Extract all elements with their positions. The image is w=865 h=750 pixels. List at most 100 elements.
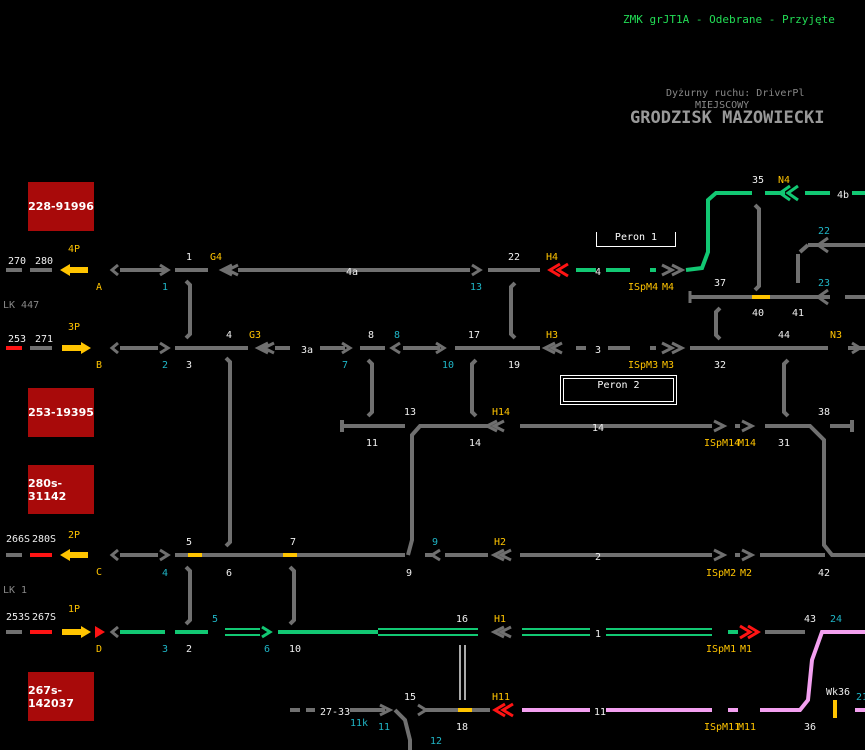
label: H4 <box>546 252 558 263</box>
label: N4 <box>778 175 790 186</box>
station-name: GRODZISK MAZOWIECKI <box>630 108 825 128</box>
label: 5 <box>212 614 218 625</box>
label: 18 <box>456 722 468 733</box>
direction-arrows <box>109 236 863 717</box>
label: 1 <box>595 629 601 640</box>
signal-2p-icon[interactable] <box>60 549 88 561</box>
label: 2P <box>68 530 80 541</box>
label: 35 <box>752 175 764 186</box>
platform-2: Peron 2 <box>560 375 677 405</box>
route-row-a-set <box>576 191 865 272</box>
direction-arrows-m <box>661 263 686 355</box>
label: 22 <box>818 226 830 237</box>
label: 11k <box>350 718 368 729</box>
line-label-lk1: LK 1 <box>3 585 28 596</box>
label: 13 <box>470 282 482 293</box>
label: ISpM1 <box>706 644 736 655</box>
label: H1 <box>494 614 506 625</box>
signal-m1-icon[interactable] <box>739 624 761 640</box>
label: N3 <box>830 330 842 341</box>
label: C <box>96 567 102 578</box>
signal-4p-icon[interactable] <box>60 264 88 276</box>
label: 8 <box>394 330 400 341</box>
label: 13 <box>404 407 416 418</box>
label: 253 <box>8 334 26 345</box>
block-label: 253-19395 <box>28 406 94 419</box>
label: ISpM11 <box>704 722 740 733</box>
block-label: 267s-142037 <box>28 683 74 710</box>
label: 23 <box>818 278 830 289</box>
label: 6 <box>264 644 270 655</box>
label: 41 <box>792 308 804 319</box>
block-indicator[interactable]: 228-91996 <box>28 182 94 231</box>
label: 8 <box>368 330 374 341</box>
label: 10 <box>442 360 454 371</box>
signal-1p-icon[interactable] <box>62 626 91 638</box>
platform-1: Peron 1 <box>596 232 676 247</box>
label: 2 <box>162 360 168 371</box>
status-text: ZMK grJT1A - Odebrane - Przyjęte <box>623 13 835 26</box>
label: 24 <box>830 614 842 625</box>
label: 36 <box>804 722 816 733</box>
label: 280 <box>35 256 53 267</box>
block-indicator[interactable]: 253-19395 <box>28 388 94 437</box>
label: 22 <box>508 252 520 263</box>
label: D <box>96 644 102 655</box>
label: 280S <box>32 534 56 545</box>
label: M1 <box>740 644 752 655</box>
label: A <box>96 282 102 293</box>
label: 4 <box>162 568 168 579</box>
label: 6 <box>226 568 232 579</box>
label: 2 <box>186 644 192 655</box>
label: 3P <box>68 322 80 333</box>
label: 11 <box>378 722 390 733</box>
label: B <box>96 360 102 371</box>
label: 7 <box>342 360 348 371</box>
label: 4a <box>346 267 358 278</box>
block-label: 280s-31142 <box>28 476 67 503</box>
label: 27-33 <box>320 707 350 718</box>
label: 12 <box>430 736 442 747</box>
label: 14 <box>592 423 604 434</box>
route-row-11-shunt <box>522 630 865 712</box>
label: 9 <box>406 568 412 579</box>
signal-3p-icon[interactable] <box>62 342 91 354</box>
label: 270 <box>8 256 26 267</box>
label: H14 <box>492 407 510 418</box>
label: 3 <box>186 360 192 371</box>
label: 11 <box>594 707 606 718</box>
label: 16 <box>456 614 468 625</box>
block-indicator[interactable]: 280s-31142 <box>28 465 94 514</box>
block-indicator[interactable]: 267s-142037 <box>28 672 94 721</box>
label: 11 <box>366 438 378 449</box>
label: 38 <box>818 407 830 418</box>
label: 3 <box>595 345 601 356</box>
label: ISpM3 <box>628 360 658 371</box>
label: H2 <box>494 537 506 548</box>
track-row-a <box>6 243 865 299</box>
crossover-double <box>459 645 466 700</box>
label: M2 <box>740 568 752 579</box>
label: 42 <box>818 568 830 579</box>
platform-1-label: Peron 1 <box>614 232 658 243</box>
label: 19 <box>508 360 520 371</box>
track-labels: 270 280 4P A 253 271 3P B 266S 280S 2P C… <box>6 175 865 747</box>
line-label-lk447: LK 447 <box>3 300 40 311</box>
label: 1 <box>162 282 168 293</box>
signal-d-stop-icon[interactable] <box>95 626 105 638</box>
dispatcher-label: Dyżurny ruchu: DriverPl <box>666 88 805 99</box>
label: 3a <box>301 345 313 356</box>
crossovers <box>184 203 790 626</box>
label: 31 <box>778 438 790 449</box>
label: 4 <box>226 330 232 341</box>
label: 1 <box>186 252 192 263</box>
label: 17 <box>468 330 480 341</box>
label: 4 <box>595 267 601 278</box>
label: 271 <box>35 334 53 345</box>
label: 4b <box>837 190 849 201</box>
label: H11 <box>492 692 510 703</box>
signal-h4-icon[interactable] <box>547 262 569 278</box>
label: 4P <box>68 244 80 255</box>
signal-h11-icon[interactable] <box>492 702 514 718</box>
